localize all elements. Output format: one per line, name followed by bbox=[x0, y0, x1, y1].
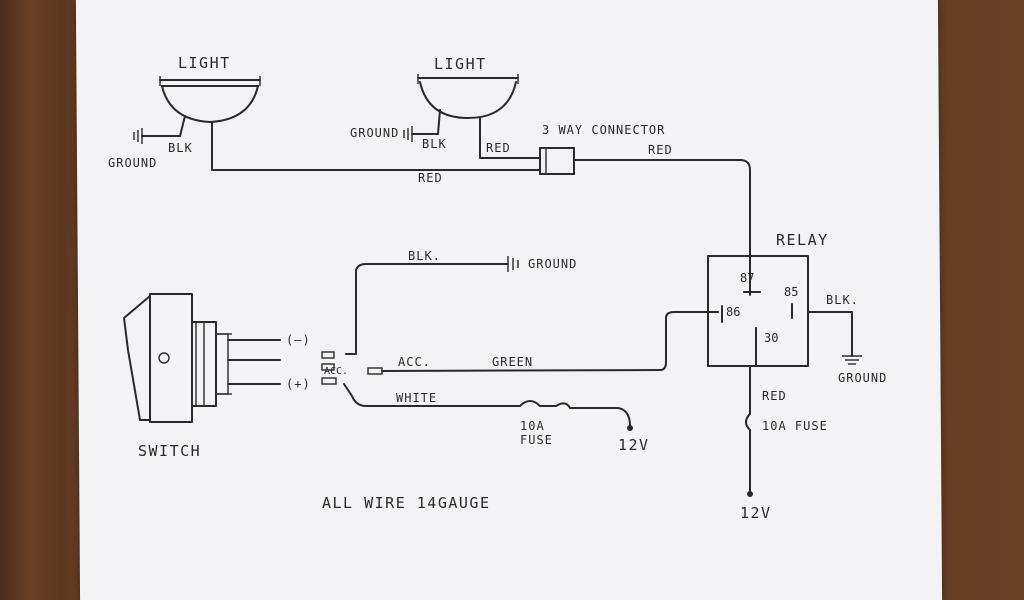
ground-switch-label: GROUND bbox=[528, 257, 577, 271]
fuse-small-label-2: FUSE bbox=[520, 433, 553, 447]
ground-symbol-switch bbox=[507, 256, 519, 272]
light-right: LIGHT bbox=[417, 55, 519, 119]
acc-switch-label: ACC. bbox=[324, 366, 348, 377]
red-top-label: RED bbox=[648, 143, 673, 157]
ground-symbol-left bbox=[133, 128, 143, 144]
blk-left-label: BLK bbox=[168, 141, 193, 155]
fuse-relay-label: 10A FUSE bbox=[762, 419, 828, 433]
rocker-switch bbox=[123, 293, 281, 423]
fuse-small-label-1: 10A bbox=[520, 419, 545, 433]
red-relay-label: RED bbox=[762, 389, 787, 403]
ground-left-label: GROUND bbox=[108, 156, 157, 170]
light-left: LIGHT bbox=[159, 54, 261, 123]
wire-red-left bbox=[211, 121, 541, 171]
green-label: GREEN bbox=[492, 355, 533, 369]
terminal-12v-right bbox=[747, 491, 753, 497]
white-label: WHITE bbox=[396, 391, 437, 405]
wire-blk-switch bbox=[345, 263, 509, 355]
all-wire-note: ALL WIRE 14GAUGE bbox=[322, 494, 491, 512]
connector-acc-wire bbox=[367, 367, 383, 375]
wire-green bbox=[381, 311, 719, 372]
blk-switch-label: BLK. bbox=[408, 249, 441, 263]
wire-blk-relay bbox=[807, 311, 853, 357]
pin-30-label: 30 bbox=[764, 331, 778, 345]
wire-white bbox=[343, 383, 631, 427]
relay-label: RELAY bbox=[776, 231, 829, 249]
acc-wire-label: ACC. bbox=[398, 355, 431, 369]
wire-blk-left bbox=[141, 115, 186, 137]
light-right-label: LIGHT bbox=[434, 55, 487, 73]
ground-symbol-right-light bbox=[403, 126, 413, 142]
blk-right-light-label: BLK bbox=[422, 137, 447, 151]
three-way-connector bbox=[539, 147, 575, 175]
wire-red-to-relay bbox=[573, 159, 751, 296]
blk-relay-label: BLK. bbox=[826, 293, 859, 307]
red-light-right-label: RED bbox=[486, 141, 511, 155]
wire-red-relay-fuse bbox=[745, 343, 757, 495]
wire-red-right-light bbox=[479, 117, 541, 159]
connector-label: 3 WAY CONNECTOR bbox=[542, 123, 665, 137]
pin-85-label: 85 bbox=[784, 285, 798, 299]
connector-neg bbox=[321, 351, 335, 359]
connector-acc bbox=[321, 363, 335, 371]
pin-87-label: 87 bbox=[740, 271, 754, 285]
connector-pos bbox=[321, 377, 337, 385]
red-bottom-label: RED bbox=[418, 171, 443, 185]
ground-symbol-relay bbox=[842, 355, 862, 365]
ground-relay-label: GROUND bbox=[838, 371, 887, 385]
pos-label: (+) bbox=[286, 377, 311, 391]
v12-left-label: 12V bbox=[618, 436, 650, 454]
switch-label: SWITCH bbox=[138, 442, 201, 460]
wire-blk-right-light bbox=[411, 109, 441, 135]
ground-right-light-label: GROUND bbox=[350, 126, 399, 140]
terminal-12v-left bbox=[627, 425, 633, 431]
light-left-label: LIGHT bbox=[178, 54, 231, 72]
neg-label: (—) bbox=[286, 333, 311, 347]
v12-right-label: 12V bbox=[740, 504, 772, 522]
pin-86-label: 86 bbox=[726, 305, 740, 319]
